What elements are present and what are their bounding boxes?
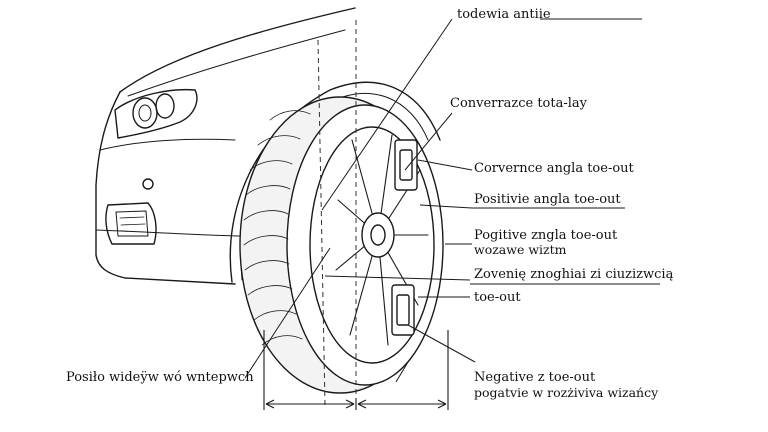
leader-top-diag — [321, 18, 453, 211]
wheel-arch — [229, 81, 441, 283]
tire-inner — [309, 126, 435, 364]
brake-caliper-upper — [394, 139, 418, 191]
label-corvernce: Corvernce angla toe-out — [474, 161, 634, 176]
car-front-profile — [95, 91, 236, 285]
label-bottom-left: Posiło wideÿw wó wntepwch — [66, 370, 254, 385]
label-pogitive-2: wozawe wiztm — [474, 242, 567, 257]
leader-converrazce — [404, 112, 453, 171]
leader-positivie — [419, 204, 473, 209]
brake-caliper-lower — [391, 284, 415, 336]
leader-zovenie — [324, 275, 471, 281]
label-negative-1: Negative z toe-out — [474, 370, 596, 385]
label-converrazce: Converrazce tota-lay — [450, 96, 587, 111]
side-marker — [142, 178, 154, 190]
car-bonnet-crease — [127, 29, 346, 97]
car-sill — [95, 229, 241, 237]
label-top: todewia antiie — [457, 7, 551, 22]
leader-bottom-left — [244, 247, 331, 379]
wheel-hub — [361, 212, 395, 258]
car-roofline — [119, 7, 356, 93]
label-zovenie: Zovenię znoghiai zi ciuzizwcią — [474, 267, 674, 282]
hub-center — [370, 224, 386, 246]
car-bumper-line — [99, 138, 236, 151]
headlight — [114, 88, 198, 139]
label-negative-2: pogatvie w rozżiviva wizańcy — [474, 385, 659, 400]
label-toe-out: toe-out — [474, 290, 521, 305]
width-dimension — [263, 330, 449, 410]
leader-corvernce — [417, 159, 473, 171]
label-pogitive-1: Pogitive zngla toe-out — [474, 228, 618, 243]
tire-tread — [243, 110, 311, 346]
leader-negative — [407, 324, 476, 363]
fog-light — [105, 202, 157, 245]
centerline-tire — [317, 39, 326, 406]
label-positivie: Positivie angla toe-out — [474, 192, 621, 207]
leader-bottom-short — [395, 361, 409, 383]
